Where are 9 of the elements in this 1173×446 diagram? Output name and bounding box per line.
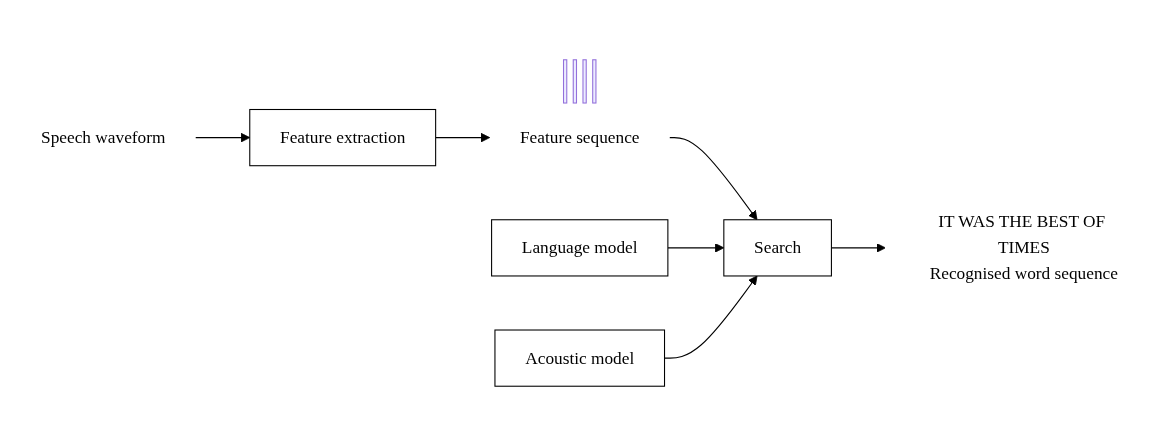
process-box: Language model [491, 219, 669, 277]
arrow [664, 275, 758, 359]
output-text: IT WAS THE BEST OF TIMES Recognised word sequence [929, 212, 1118, 283]
arrow [669, 137, 758, 221]
process-box: Search [723, 219, 832, 277]
process-box: Feature extraction [249, 108, 437, 167]
process-box: Acoustic model [494, 329, 666, 387]
caption-text: Speech waveform [41, 127, 166, 147]
arrow [435, 132, 491, 143]
